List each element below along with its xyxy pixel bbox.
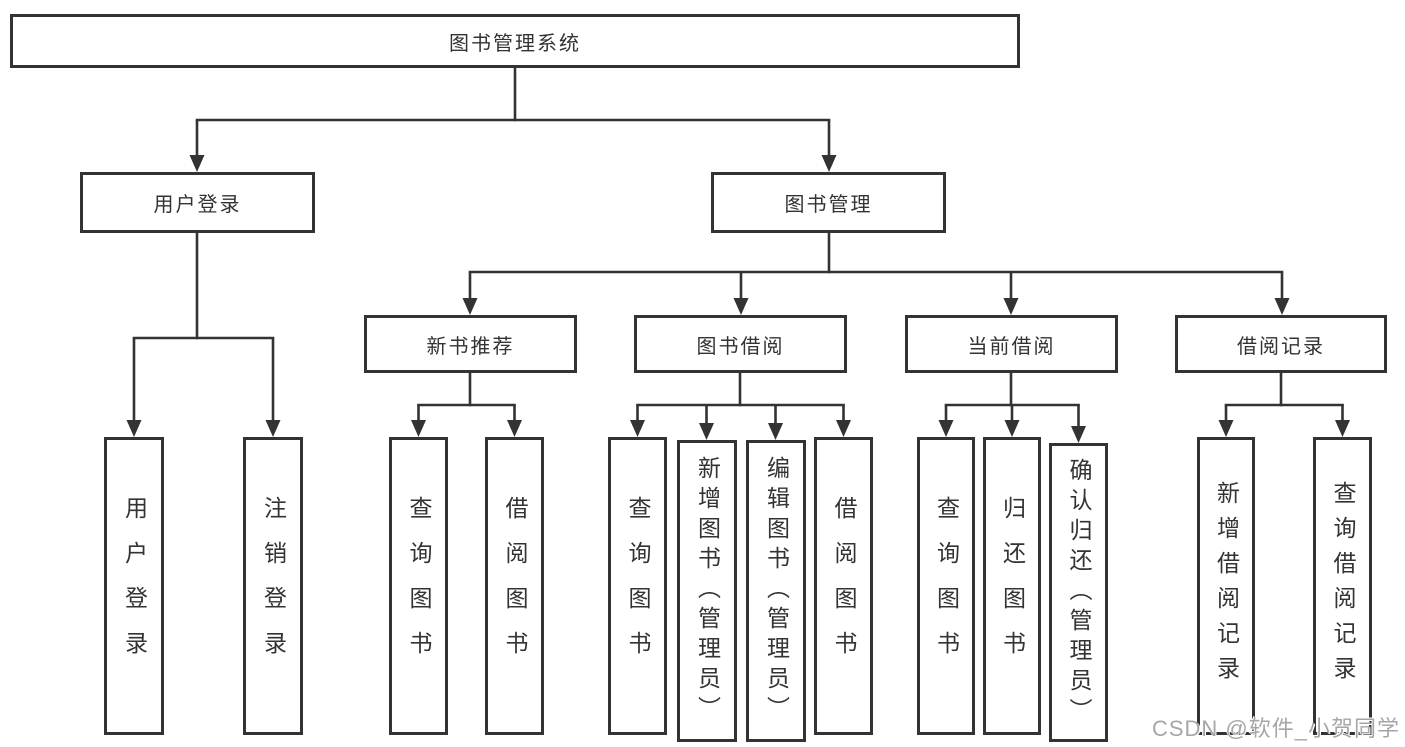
node-new-book-recommend: 新书推荐	[364, 315, 577, 373]
leaf-borrow-books: 借阅图书	[814, 437, 873, 735]
leaf-edit-books-admin: 编辑图书（管理员）	[746, 440, 806, 742]
node-current-borrow-label: 当前借阅	[967, 335, 1056, 358]
node-new-book-recommend-label: 新书推荐	[426, 335, 515, 358]
node-user-login-label: 用户登录	[153, 194, 242, 216]
node-book-management-label: 图书管理	[784, 194, 873, 216]
connector-user-login-to-leaves	[126, 233, 281, 437]
connector-current-borrow-to-leaves	[938, 373, 1086, 443]
leaf-return-books: 归还图书	[983, 437, 1041, 735]
node-current-borrow: 当前借阅	[905, 315, 1118, 373]
node-root: 图书管理系统	[10, 14, 1020, 68]
node-borrow-records-label: 借阅记录	[1237, 335, 1325, 358]
node-root-label: 图书管理系统	[449, 32, 581, 55]
node-book-management: 图书管理	[711, 172, 946, 233]
leaf-recommend-borrow-books: 借阅图书	[485, 437, 544, 735]
connector-book-borrow-to-leaves	[630, 373, 851, 440]
leaf-confirm-return-admin: 确认归还（管理员）	[1049, 443, 1108, 742]
connector-book-management-to-level3	[462, 233, 1290, 315]
node-user-login: 用户登录	[80, 172, 315, 233]
connector-new-book-to-leaves	[411, 373, 522, 437]
connector-borrow-records-to-leaves	[1218, 373, 1350, 437]
node-book-borrow: 图书借阅	[634, 315, 847, 373]
leaf-query-borrow-record: 查询借阅记录	[1313, 437, 1372, 735]
watermark: CSDN @软件_小贺同学	[1151, 716, 1400, 741]
node-book-borrow-label: 图书借阅	[696, 335, 785, 358]
leaf-recommend-query-books: 查询图书	[389, 437, 448, 735]
leaf-logout: 注销登录	[243, 437, 303, 735]
leaf-user-login: 用户登录	[104, 437, 164, 735]
leaf-add-borrow-record: 新增借阅记录	[1197, 437, 1255, 735]
node-borrow-records: 借阅记录	[1175, 315, 1387, 373]
leaf-borrow-query-books: 查询图书	[608, 437, 667, 735]
leaf-add-books-admin: 新增图书（管理员）	[677, 440, 737, 742]
connector-root-to-level2	[189, 68, 837, 172]
leaf-current-query-books: 查询图书	[917, 437, 975, 735]
